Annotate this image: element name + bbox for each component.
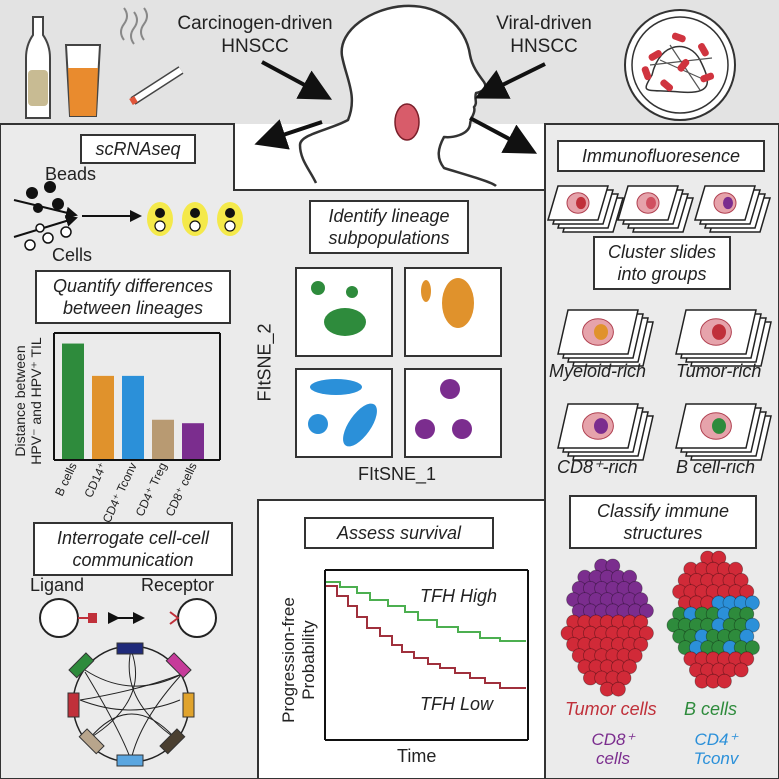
legend-cd8-line1: CD8⁺: [591, 730, 635, 749]
slide-stack-6: [675, 403, 772, 461]
cluster-blob-blue: [310, 379, 362, 395]
ligand-label: Ligand: [30, 575, 85, 595]
cluster-blob-green: [324, 308, 366, 336]
legend-b-cells: B cells: [684, 699, 738, 719]
tfh-low-label: TFH Low: [420, 694, 494, 714]
receptor-label: Receptor: [141, 575, 215, 595]
chart-y-label: Distance between HPV⁻ and HPV⁺ TIL: [12, 321, 44, 481]
cluster-blob-green: [346, 286, 358, 298]
quantify-title-line1: Quantify differences: [52, 276, 214, 296]
lineage-title: Identify lineage subpopulations: [309, 200, 469, 254]
bar-2: [122, 375, 144, 459]
lineage-title-line1: Identify lineage: [328, 206, 450, 226]
ligand-receptor-diagram: [39, 598, 217, 638]
legend-tumor-cells: Tumor cells: [565, 699, 657, 719]
survival-x-label: Time: [397, 746, 437, 766]
slide-stack-0: [546, 185, 625, 233]
cluster-blob-blue: [308, 414, 328, 434]
cluster-blob-blue: [343, 403, 377, 447]
beads-label: Beads: [45, 164, 97, 184]
arrow-carcinogen: [261, 60, 333, 100]
bar-4: [182, 423, 204, 459]
viral-label-line1: Viral-driven: [496, 13, 592, 34]
cluster-blob-green: [311, 281, 325, 295]
cd8-rich-label: CD8⁺-rich: [557, 457, 638, 477]
b-cell-rich-label: B cell-rich: [676, 457, 756, 477]
cells-label: Cells: [52, 245, 93, 265]
cluster-blob-purple: [415, 419, 435, 439]
chart-y-label-line2: HPV⁻ and HPV⁺ TIL: [28, 337, 44, 465]
slide-stack-5: [557, 403, 654, 461]
immune-structures: [560, 550, 760, 697]
slide-stack-2: [693, 185, 772, 233]
communication-title-line2: communication: [72, 550, 194, 570]
bar-3: [152, 419, 174, 459]
communication-title-line1: Interrogate cell-cell: [56, 528, 210, 548]
immune-structure-0: [560, 558, 654, 697]
communication-title: Interrogate cell-cell communication: [33, 522, 233, 576]
survival-y-label-line2: Probability: [299, 620, 318, 700]
cluster-title: Cluster slides into groups: [593, 236, 731, 290]
viral-label-line2: HNSCC: [510, 36, 578, 57]
tumor-icon: [394, 103, 420, 141]
chart-y-label-line1: Distance between: [12, 345, 28, 457]
classify-title-line1: Classify immune: [596, 501, 730, 521]
bar-0: [62, 343, 84, 459]
tsne-plots: [295, 267, 502, 458]
bar-1: [92, 375, 114, 459]
tfh-high-label: TFH High: [420, 586, 498, 606]
cluster-blob-orange: [442, 278, 474, 328]
slide-stacks: [546, 185, 772, 461]
classify-title-line2: structures: [623, 523, 703, 543]
droplet-diagram: [13, 181, 243, 251]
classify-title: Classify immune structures: [569, 495, 757, 549]
survival-plot: [324, 569, 529, 741]
viral-label: Viral-driven HNSCC: [474, 12, 614, 58]
arrow-viral: [474, 62, 546, 99]
cluster-title-line1: Cluster slides: [607, 242, 717, 262]
survival-y-label: Progression-free Probability: [279, 585, 319, 735]
legend-cd8-cells: CD8⁺ cells: [583, 730, 643, 768]
immune-structure-1: [666, 550, 760, 689]
slide-stack-4: [675, 309, 772, 367]
scrnaseq-title: scRNAseq: [80, 134, 196, 164]
cluster-blob-purple: [440, 379, 460, 399]
myeloid-rich-label: Myeloid-rich: [549, 361, 647, 381]
tsne-x-label: FItSNE_1: [358, 464, 437, 484]
tfh-low-curve: [326, 585, 526, 689]
slide-stack-1: [616, 185, 695, 233]
survival-y-label-line1: Progression-free: [279, 597, 298, 723]
cluster-title-line2: into groups: [617, 264, 707, 284]
immuno-title: Immunofluoresence: [557, 140, 765, 172]
slide-stack-3: [557, 309, 654, 367]
communication-network: [67, 642, 195, 767]
beer-bottle-icon: [25, 16, 51, 119]
legend-cd4-line1: CD4⁺: [694, 730, 738, 749]
cluster-blob-purple: [452, 419, 472, 439]
survival-title: Assess survival: [304, 517, 494, 549]
tfh-high-curve: [326, 581, 526, 642]
lineage-title-line2: subpopulations: [328, 228, 450, 248]
virus-icon: [624, 9, 736, 121]
arrow-to-immuno: [469, 116, 538, 154]
cigarette-icon: [120, 7, 184, 106]
beer-glass-icon: [64, 44, 102, 117]
carcinogen-label-line2: HNSCC: [221, 36, 289, 57]
cluster-blob-orange: [421, 280, 431, 302]
quantify-title: Quantify differences between lineages: [35, 270, 231, 324]
legend-cd8-line2: cells: [595, 749, 630, 768]
tsne-y-label: FItSNE_2: [254, 323, 275, 402]
tumor-rich-label: Tumor-rich: [676, 361, 762, 381]
carcinogen-label: Carcinogen-driven HNSCC: [160, 12, 350, 58]
quantify-title-line2: between lineages: [62, 298, 204, 318]
legend-cd4-line2: Tconv: [693, 749, 739, 768]
arrow-to-scrnaseq: [254, 119, 323, 150]
carcinogen-label-line1: Carcinogen-driven: [177, 13, 333, 34]
legend-cd4-tconv: CD4⁺ Tconv: [686, 730, 746, 768]
